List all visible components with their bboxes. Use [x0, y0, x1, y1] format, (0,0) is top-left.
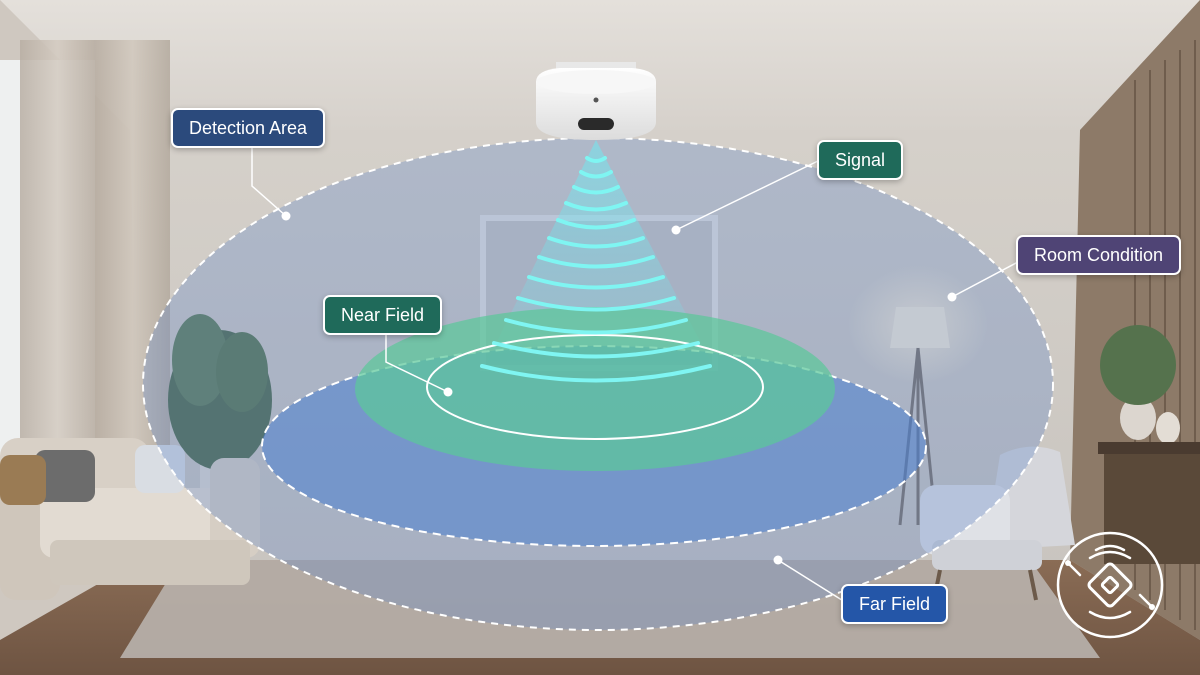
sideboard	[1104, 454, 1200, 564]
callout-anchor-dots	[281, 211, 957, 565]
near-field-zone	[355, 307, 835, 471]
sofa	[0, 438, 260, 600]
signal-waves	[480, 156, 712, 383]
right-plant	[1100, 325, 1180, 444]
sideboard-top	[1098, 442, 1200, 454]
near-field-ring	[426, 334, 764, 440]
signal-label: Signal	[817, 140, 904, 180]
radar-sensor-logo-icon	[1056, 531, 1164, 639]
ceiling-sensor-icon	[536, 62, 656, 140]
far-field-label: Far Field	[841, 584, 949, 624]
armchair	[920, 446, 1075, 601]
detection-area-label: Detection Area	[171, 108, 326, 148]
callout-leaders	[251, 146, 1019, 603]
room-condition-label: Room Condition	[1016, 235, 1182, 275]
detection-area-outline	[142, 137, 1054, 631]
near-field-label: Near Field	[323, 295, 443, 335]
lamp-shade	[890, 307, 950, 348]
